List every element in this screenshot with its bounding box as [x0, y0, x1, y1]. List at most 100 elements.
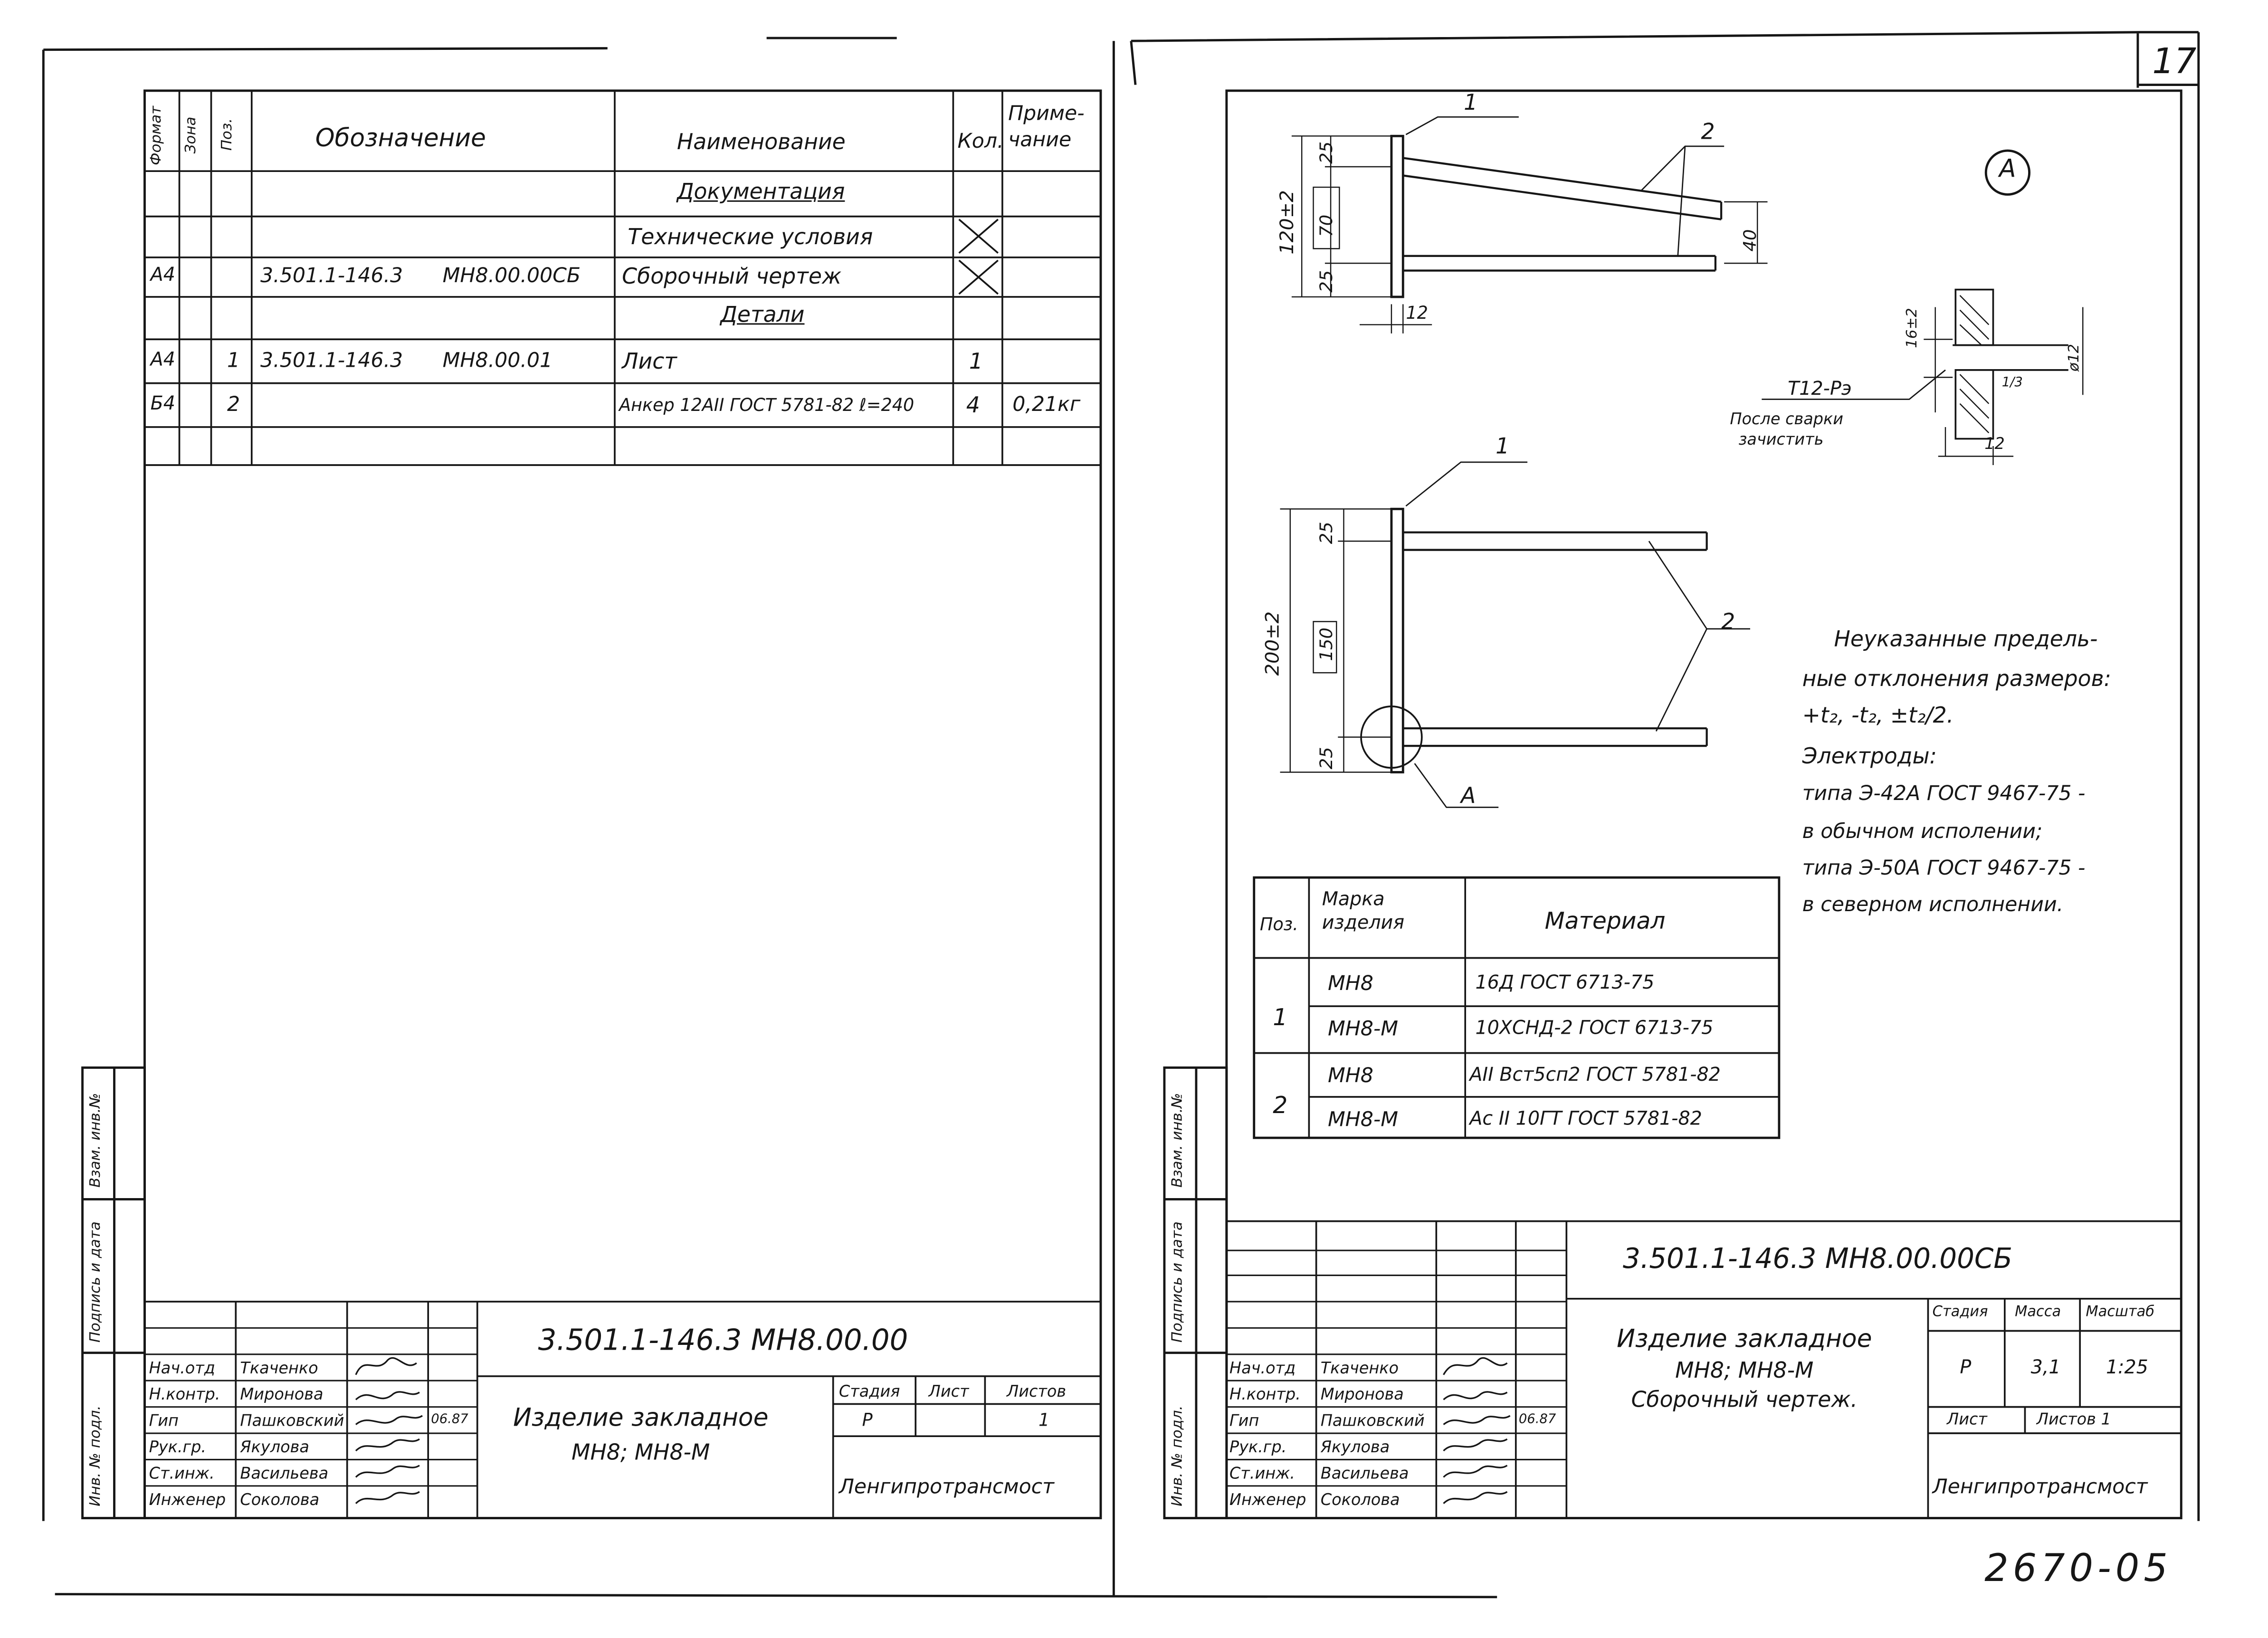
row-anchor-format: Б4	[150, 393, 176, 416]
row-sb-format: А4	[150, 265, 175, 287]
section-documentation: Документация	[677, 178, 845, 205]
row-list-designation: 3.501.1-146.3	[260, 349, 403, 373]
page-number: 17	[2152, 41, 2197, 82]
margin-sign-right: Подпись и дата	[1170, 1221, 1186, 1343]
name-1: Миронова	[240, 1385, 324, 1404]
mat-material-1: 10ХСНД-2 ГОСТ 6713-75	[1475, 1018, 1714, 1040]
name-5: Соколова	[240, 1490, 320, 1510]
row-list-qty: 1	[969, 348, 983, 375]
role-1: Н.контр.	[149, 1385, 220, 1404]
note-4: типа Э-42А ГОСТ 9467-75 -	[1802, 782, 2086, 806]
row-anchor-note: 0,21кг	[1012, 393, 1081, 417]
left-sheets-label: Листов	[1007, 1382, 1067, 1401]
right-stage-label: Стадия	[1932, 1305, 1988, 1321]
mat-mark-3: МН8-М	[1327, 1108, 1399, 1132]
leader-pos2-bot: 2	[1721, 608, 1735, 635]
r-name-3: Якулова	[1320, 1438, 1390, 1457]
header-format: Формат	[149, 105, 165, 165]
row-list-code: МН8.00.01	[442, 349, 553, 373]
note-1: ные отклонения размеров:	[1802, 665, 2111, 692]
note-0: Неуказанные предель-	[1834, 626, 2098, 653]
archive-number: 2670-05	[1984, 1547, 2172, 1591]
left-stage-label: Стадия	[839, 1382, 900, 1401]
dim-40: 40	[1740, 229, 1761, 252]
note-7: в северном исполнении.	[1802, 894, 2064, 917]
mat-pos-2: 2	[1273, 1091, 1288, 1119]
margin-replace-left: Взам. инв.№	[88, 1093, 105, 1188]
row-sb-code: МН8.00.00СБ	[442, 265, 581, 288]
role-5: Инженер	[149, 1490, 226, 1510]
mat-material-2: AII Вст5сп2 ГОСТ 5781-82	[1469, 1065, 1721, 1087]
right-name-3: Сборочный чертеж.	[1631, 1386, 1858, 1413]
weld-diam: ø12	[2067, 343, 2083, 371]
header-name: Наименование	[677, 128, 846, 155]
mat-material-0: 16Д ГОСТ 6713-75	[1475, 972, 1655, 995]
role-0: Нач.отд	[149, 1359, 215, 1378]
row-anchor-name: Анкер 12АII ГОСТ 5781-82 ℓ=240	[619, 395, 915, 416]
mat-header-mark: Марка изделия	[1322, 889, 1405, 935]
r-role-5: Инженер	[1229, 1490, 1306, 1510]
dim-25a: 25	[1316, 141, 1337, 164]
r-role-0: Нач.отд	[1229, 1359, 1296, 1378]
left-code: 3.501.1-146.3 МН8.00.00	[538, 1322, 908, 1357]
row-list-format: А4	[150, 349, 175, 371]
dim-25d: 25	[1316, 747, 1337, 770]
right-stage: Р	[1960, 1357, 1972, 1380]
right-mass-label: Масса	[2015, 1305, 2061, 1321]
dim-70: 70	[1316, 214, 1337, 237]
mat-pos-1: 1	[1273, 1003, 1288, 1031]
right-org: Ленгипротрансмост	[1932, 1476, 2148, 1499]
right-scale-label: Масштаб	[2086, 1305, 2155, 1321]
row-list-name: Лист	[622, 348, 677, 375]
weld-type: Т12-Рэ	[1788, 379, 1852, 401]
r-role-1: Н.контр.	[1229, 1385, 1301, 1404]
dim-12: 12	[1406, 303, 1428, 324]
header-note: Приме-чание	[1008, 102, 1085, 152]
leader-pos1-top: 1	[1464, 89, 1478, 116]
mat-header-pos: Поз.	[1259, 914, 1298, 935]
r-role-3: Рук.гр.	[1229, 1438, 1287, 1457]
right-name-2: МН8; МН8-М	[1675, 1357, 1814, 1384]
detail-callout: А	[1999, 155, 2016, 184]
r-name-5: Соколова	[1320, 1490, 1400, 1510]
sig-date-left: 06.87	[431, 1412, 468, 1428]
right-code: 3.501.1-146.3 МН8.00.00СБ	[1623, 1243, 2012, 1276]
left-sheet-label: Лист	[928, 1382, 969, 1401]
header-designation: Обозначение	[315, 124, 486, 154]
margin-inv-right: Инв. № подл.	[1170, 1405, 1186, 1506]
row-tu-name: Технические условия	[628, 224, 873, 250]
row-sb-designation: 3.501.1-146.3	[260, 265, 403, 288]
detail-leader-label: А	[1461, 782, 1476, 809]
right-sheets-label: Листов 1	[2036, 1409, 2111, 1429]
mat-header-material: Материал	[1544, 906, 1666, 935]
right-name-1: Изделие закладное	[1617, 1325, 1872, 1354]
r-name-0: Ткаченко	[1320, 1359, 1399, 1378]
dim-120: 120±2	[1277, 190, 1299, 255]
row-list-pos: 1	[227, 349, 240, 373]
row-anchor-pos: 2	[227, 393, 240, 417]
name-2: Пашковский	[240, 1411, 344, 1430]
mat-mark-0: МН8	[1327, 972, 1373, 996]
sig-date-right: 06.87	[1518, 1412, 1556, 1428]
leader-pos2-top: 2	[1701, 118, 1715, 145]
row-anchor-qty: 4	[966, 392, 980, 419]
right-scale: 1:25	[2106, 1357, 2148, 1380]
role-4: Ст.инж.	[149, 1464, 215, 1483]
margin-sign-left: Подпись и дата	[88, 1221, 105, 1343]
right-sheet-label: Лист	[1947, 1409, 1987, 1429]
role-3: Рук.гр.	[149, 1438, 206, 1457]
note-3: Электроды:	[1802, 743, 1937, 770]
note-5: в обычном исполении;	[1802, 820, 2043, 844]
section-parts: Детали	[720, 301, 805, 328]
weld-note-1: После сварки	[1730, 410, 1844, 429]
note-2: +t₂, -t₂, ±t₂/2.	[1802, 702, 1954, 729]
r-name-4: Васильева	[1320, 1464, 1409, 1483]
margin-inv-left: Инв. № подл.	[88, 1405, 105, 1506]
right-mass: 3,1	[2030, 1357, 2061, 1380]
weld-angle: 1/3	[2001, 376, 2023, 390]
role-2: Гип	[149, 1411, 179, 1430]
r-role-2: Гип	[1229, 1411, 1259, 1430]
weld-note-2: зачистить	[1738, 430, 1824, 449]
